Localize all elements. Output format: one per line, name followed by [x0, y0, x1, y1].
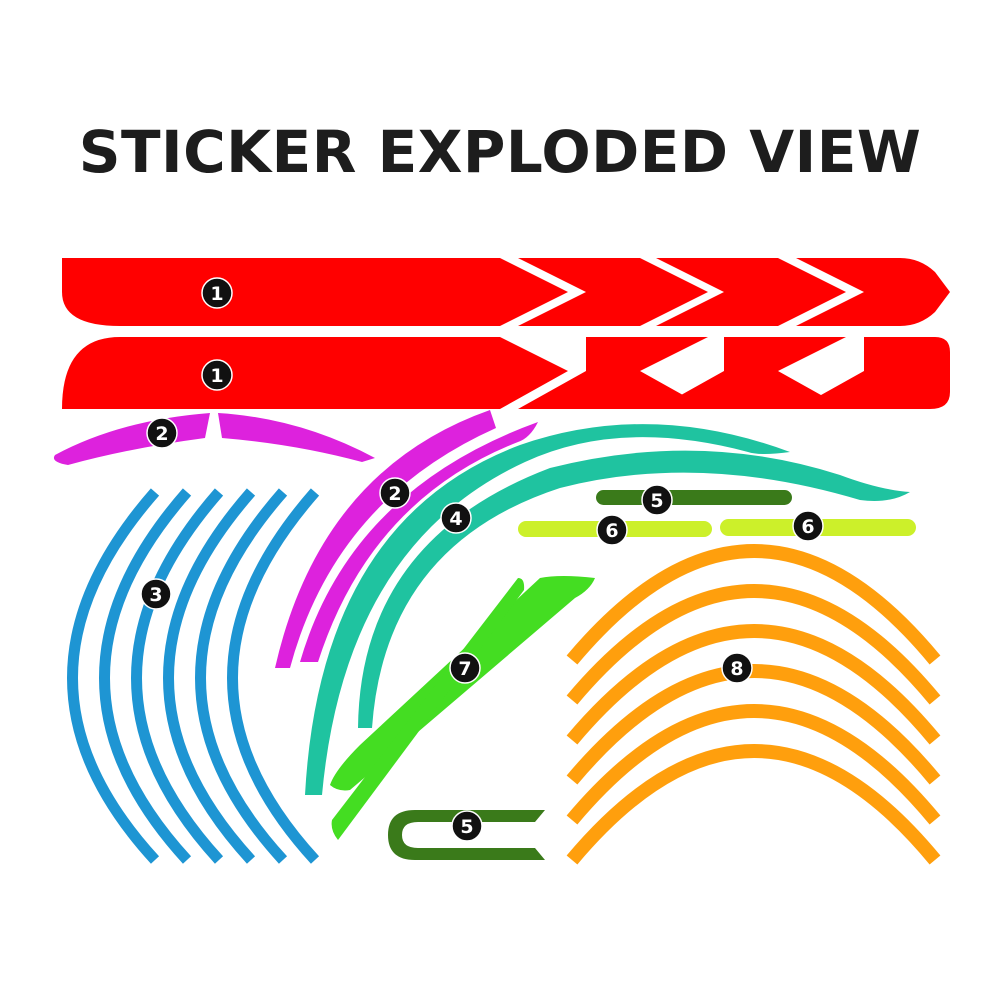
- part1-bottom-tip: [796, 337, 950, 409]
- part3-stickers: [67, 488, 320, 864]
- badge-circle: [596, 514, 628, 546]
- part3-stripe-4: [163, 488, 256, 864]
- part-number-badge: 2: [146, 417, 178, 449]
- part3-stripe-6: [227, 488, 320, 864]
- badge-number: 4: [449, 508, 462, 530]
- part4-stickers: [305, 424, 910, 795]
- badge-number: 2: [388, 483, 401, 505]
- part-number-badge: 7: [449, 652, 481, 684]
- badge-number: 5: [460, 816, 473, 838]
- part1-top-chevron-2: [656, 258, 846, 326]
- part-number-badge: 4: [440, 502, 472, 534]
- part8-arc-5: [566, 704, 941, 825]
- badge-circle: [440, 502, 472, 534]
- part-number-badge: 5: [451, 810, 483, 842]
- badge-circle: [449, 652, 481, 684]
- part3-stripe-5: [195, 488, 288, 864]
- badge-number: 7: [458, 658, 471, 680]
- part2-long-arc-1: [275, 410, 496, 668]
- part4-outer-sweep: [305, 424, 790, 795]
- badge-number: 1: [210, 365, 223, 387]
- part8-arc-2: [566, 584, 941, 705]
- part8-arc-1: [566, 544, 941, 665]
- part-number-badge: 6: [596, 514, 628, 546]
- badge-number: 1: [210, 283, 223, 305]
- badge-number: 5: [650, 490, 663, 512]
- part-number-badge: 2: [379, 477, 411, 509]
- badge-circle: [451, 810, 483, 842]
- badge-number: 6: [801, 516, 814, 538]
- part2-small-arc-right: [218, 413, 375, 462]
- part-number-badge: 3: [140, 578, 172, 610]
- part2-long-arc-2: [300, 422, 538, 662]
- part1-top-tip: [796, 258, 950, 326]
- part7-blade-thin: [331, 578, 525, 840]
- badge-number: 6: [605, 520, 618, 542]
- diagram-title: STICKER EXPLODED VIEW: [78, 118, 922, 186]
- part1-bottom-long-strip: [62, 337, 568, 409]
- part8-arc-3: [566, 624, 941, 745]
- badge-circle: [792, 510, 824, 542]
- badge-circle: [201, 277, 233, 309]
- part3-stripe-1: [67, 488, 160, 864]
- part-number-badge: 1: [201, 359, 233, 391]
- part-number-badge: 5: [641, 484, 673, 516]
- badge-number: 2: [155, 423, 168, 445]
- part5-bar: [596, 490, 792, 505]
- part-number-badge: 6: [792, 510, 824, 542]
- part8-arc-4: [566, 664, 941, 785]
- part8-stickers: [566, 544, 941, 865]
- part-number-badge: 8: [721, 652, 753, 684]
- badge-circle: [146, 417, 178, 449]
- badge-circle: [641, 484, 673, 516]
- part2-stickers: [53, 410, 538, 668]
- part1-top-long-strip: [62, 258, 568, 326]
- part-number-callouts: 1 1 2 2 3 4 5 5 6 6 7 8: [140, 277, 824, 842]
- badge-number: 3: [149, 584, 162, 606]
- part8-arc-6: [566, 744, 941, 865]
- part1-bottom-chevron-1: [518, 337, 708, 409]
- part6-stickers: [518, 519, 916, 537]
- part1-bottom-chevron-2: [656, 337, 846, 409]
- badge-circle: [721, 652, 753, 684]
- badge-number: 8: [730, 658, 743, 680]
- part-number-badge: 1: [201, 277, 233, 309]
- part3-stripe-2: [99, 488, 192, 864]
- part2-small-arc-left: [53, 413, 211, 465]
- part3-stripe-3: [131, 488, 224, 864]
- part1-top-chevron-1: [518, 258, 708, 326]
- badge-circle: [201, 359, 233, 391]
- part1-stickers: [62, 258, 950, 409]
- badge-circle: [140, 578, 172, 610]
- badge-circle: [379, 477, 411, 509]
